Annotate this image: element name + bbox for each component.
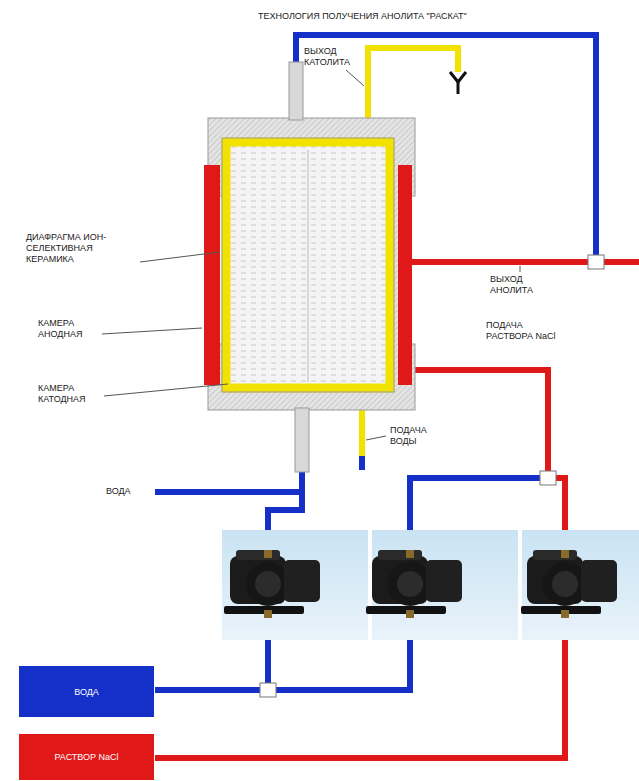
diagram-title: ТЕХНОЛОГИЯ ПОЛУЧЕНИЯ АНОЛИТА "РАСКАТ" bbox=[258, 11, 467, 22]
outlet-label: ВЫХОД КАТОЛИТА bbox=[304, 46, 362, 68]
part-label: КАМЕРА КАТОДНАЯ bbox=[38, 383, 102, 405]
inlet-label: ВОДА bbox=[106, 486, 131, 497]
box-text: ВОДА bbox=[74, 687, 99, 697]
supply-label: ПОДАЧА ВОДЫ bbox=[390, 425, 444, 447]
box-text: РАСТВОР NaCl bbox=[54, 752, 118, 762]
part-label: КАМЕРА АНОДНАЯ bbox=[38, 318, 100, 340]
outlet-label: ВЫХОД АНОЛИТА bbox=[490, 274, 552, 296]
part-label: ДИАФРАГМА ИОН-СЕЛЕКТИВНАЯ КЕРАМИКА bbox=[26, 232, 138, 265]
water-tank: ВОДА bbox=[18, 665, 155, 718]
brine-tank: РАСТВОР NaCl bbox=[18, 733, 155, 781]
supply-label: ПОДАЧА РАСТВОРА NaCl bbox=[486, 320, 570, 342]
